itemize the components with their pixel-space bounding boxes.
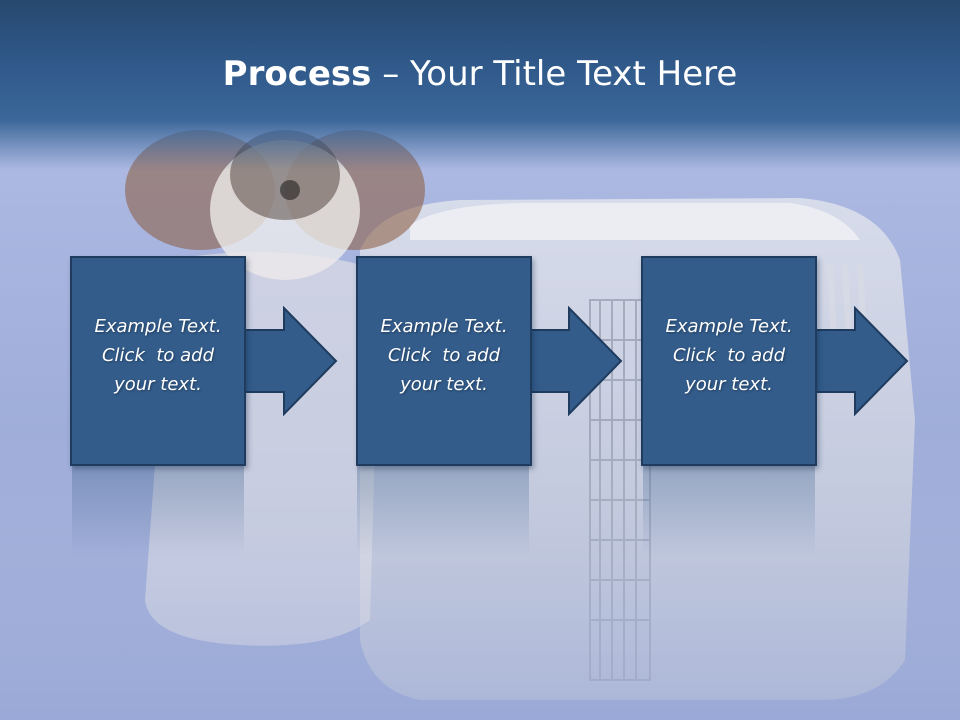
step-text-line: Click to add — [387, 345, 500, 366]
step-text-line: Example Text. — [380, 316, 508, 337]
step-reflection — [72, 466, 244, 556]
step-text[interactable]: Example Text. Click to add your text. — [358, 312, 530, 399]
step-text-line: your text. — [114, 374, 202, 395]
title-separator: – — [371, 54, 411, 94]
right-arrow-icon — [242, 306, 338, 416]
step-text-line: Click to add — [672, 345, 785, 366]
title-rest: Your Title Text Here — [410, 54, 738, 94]
right-arrow-icon — [527, 306, 623, 416]
step-reflection — [357, 466, 529, 556]
right-arrow-icon — [813, 306, 909, 416]
step-box-1[interactable]: Example Text. Click to add your text. — [70, 256, 246, 466]
step-text-line: Click to add — [101, 345, 214, 366]
title-strong: Process — [222, 54, 372, 94]
step-text-line: your text. — [685, 374, 773, 395]
step-text[interactable]: Example Text. Click to add your text. — [643, 312, 815, 399]
step-text[interactable]: Example Text. Click to add your text. — [72, 312, 244, 399]
step-text-line: Example Text. — [94, 316, 222, 337]
step-text-line: Example Text. — [665, 316, 793, 337]
step-text-line: your text. — [400, 374, 488, 395]
step-box-3[interactable]: Example Text. Click to add your text. — [641, 256, 817, 466]
step-reflection — [643, 466, 815, 556]
header-band — [0, 0, 960, 170]
step-box-2[interactable]: Example Text. Click to add your text. — [356, 256, 532, 466]
slide-title[interactable]: Process – Your Title Text Here — [0, 52, 960, 96]
